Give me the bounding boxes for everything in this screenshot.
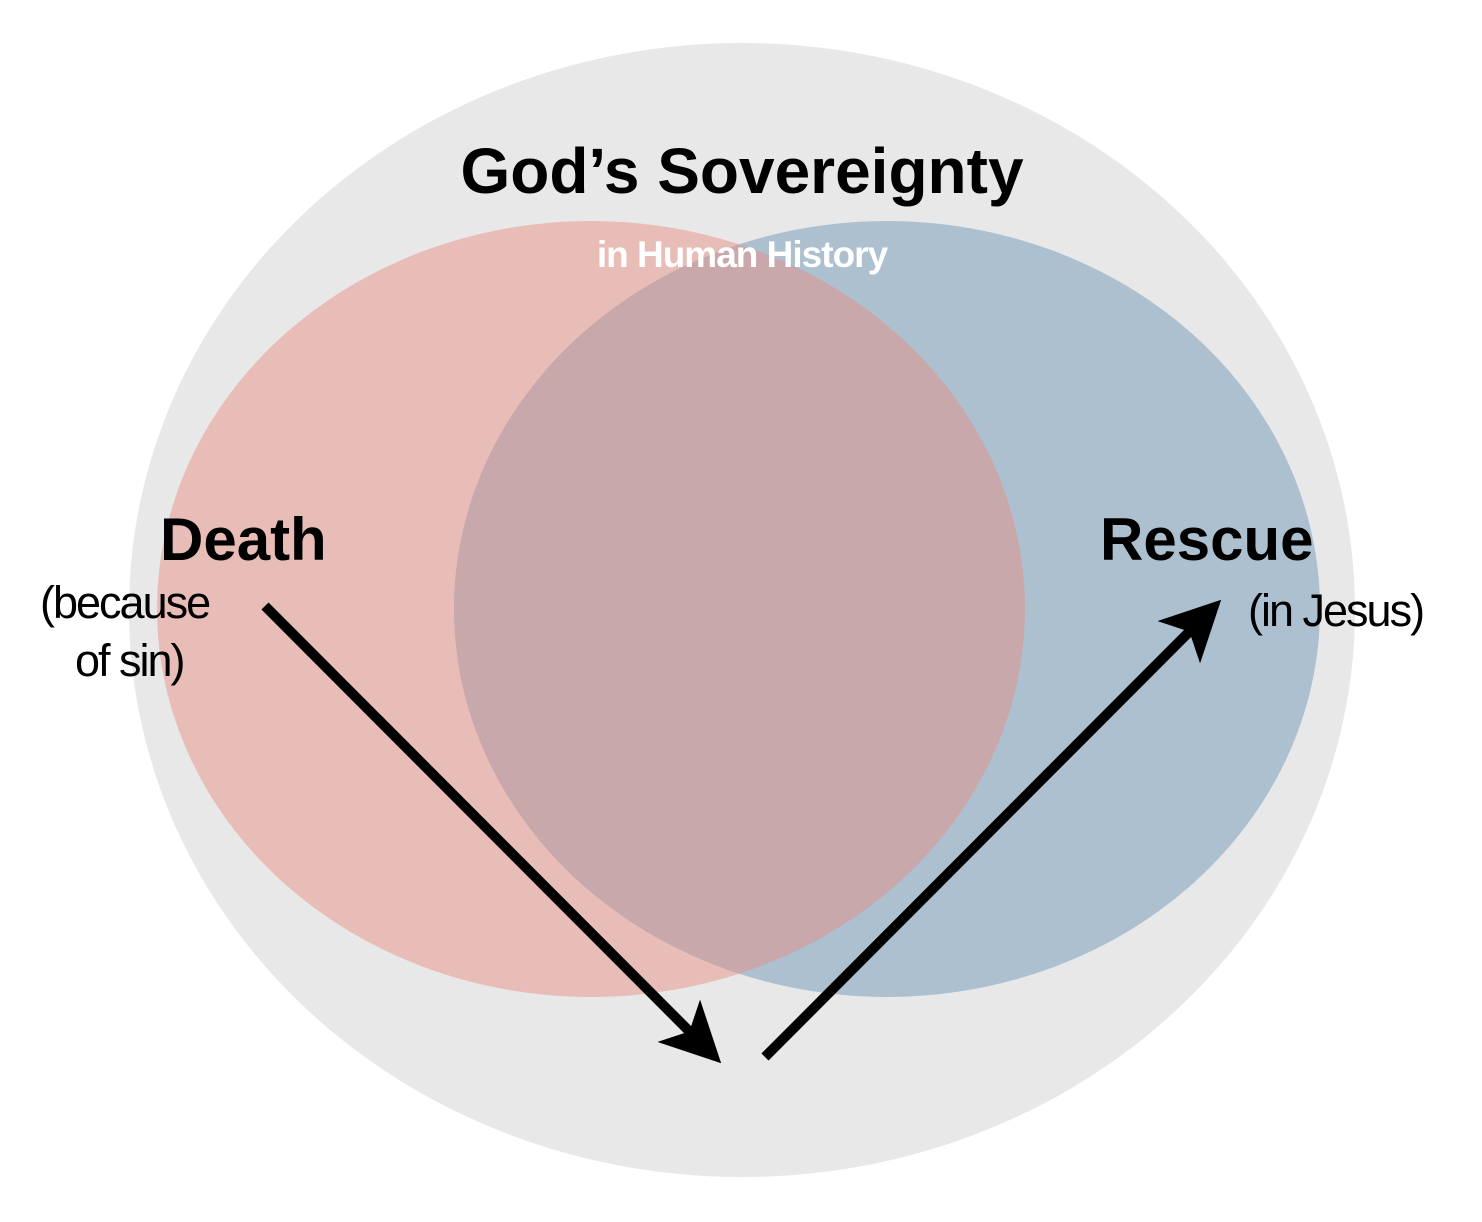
death-label: Death	[160, 506, 327, 573]
death-note-line1: (because	[40, 577, 211, 628]
rescue-label: Rescue	[1100, 506, 1314, 573]
rescue-arrow	[761, 599, 1222, 1061]
diagram-subtitle: in Human History	[596, 234, 888, 275]
death-note-line2: of sin)	[75, 635, 186, 686]
diagram-title: God’s Sovereignty	[460, 135, 1024, 207]
death-arrow	[261, 602, 722, 1064]
rescue-note: (in Jesus)	[1248, 585, 1425, 636]
overlap-region	[454, 221, 1025, 997]
